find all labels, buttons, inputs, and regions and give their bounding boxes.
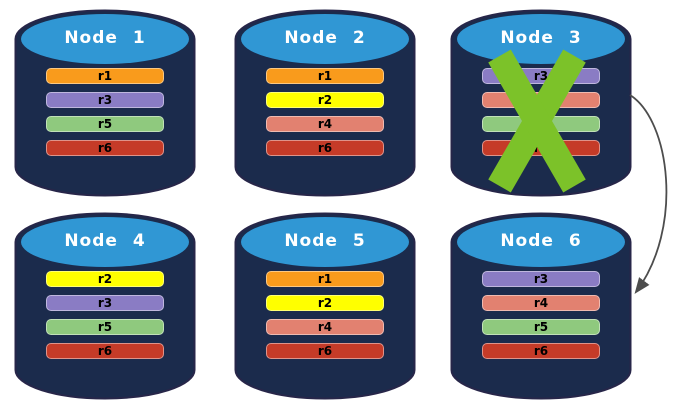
replica-bar: r3 [46,92,164,108]
node-5: Node 5 r1 r2 r4 r6 [234,212,416,400]
replica-list: r1 r3 r5 r6 [46,68,164,164]
replica-label: r6 [317,344,333,358]
node-3: Node 3 r3 r4 r5 r6 [450,9,632,197]
replica-bar: r2 [266,295,384,311]
replica-bar: r4 [266,319,384,335]
node-1: Node 1 r1 r3 r5 r6 [14,9,196,197]
cylinder-top [241,217,409,267]
node-title: Node 4 [64,231,146,251]
replica-bar: r4 [482,295,600,311]
replica-label: r3 [533,69,549,83]
replica-label: r1 [317,272,333,286]
replica-label: r2 [97,272,113,286]
cylinder-top [21,217,189,267]
replica-bar: r2 [46,271,164,287]
replica-bar: r6 [266,140,384,156]
replica-label: r4 [533,296,549,310]
node-2: Node 2 r1 r2 r4 r6 [234,9,416,197]
node-title: Node 5 [284,231,366,251]
cylinder-top [457,14,625,64]
replica-bar: r1 [46,68,164,84]
replica-bar: r6 [46,140,164,156]
replica-bar: r5 [46,319,164,335]
replica-label: r3 [533,272,549,286]
replica-label: r1 [317,69,333,83]
replica-label: r5 [97,320,113,334]
x-stroke [488,49,586,193]
cylinder-top [21,14,189,64]
replica-bar: r1 [266,271,384,287]
replica-list: r2 r3 r5 r6 [46,271,164,367]
node-title: Node 2 [284,28,366,48]
replica-bar: r6 [482,343,600,359]
cylinder-top [241,14,409,64]
failure-x-icon [488,49,586,193]
replica-label: r6 [317,141,333,155]
replica-label: r5 [97,117,113,131]
cylinder-top [457,217,625,267]
replica-bar: r5 [46,116,164,132]
replica-label: r6 [97,344,113,358]
replica-bar: r5 [482,319,600,335]
replica-list: r1 r2 r4 r6 [266,271,384,367]
node-title: Node 3 [500,28,582,48]
replica-bar: r4 [266,116,384,132]
node-title: Node 6 [500,231,582,251]
node-4: Node 4 r2 r3 r5 r6 [14,212,196,400]
replica-bar: r1 [266,68,384,84]
replica-bar: r2 [266,92,384,108]
replica-label: r3 [97,93,113,107]
replica-label: r6 [533,344,549,358]
replica-bar: r6 [266,343,384,359]
replica-label: r2 [317,93,333,107]
arrow-curve [629,94,668,294]
replica-bar: r3 [46,295,164,311]
replica-label: r1 [97,69,113,83]
replica-label: r6 [97,141,113,155]
replica-list: r1 r2 r4 r6 [266,68,384,164]
replica-bar: r6 [46,343,164,359]
replica-label: r2 [317,296,333,310]
node-6: Node 6 r3 r4 r5 r6 [450,212,632,400]
node-title: Node 1 [64,28,146,48]
replica-label: r4 [317,320,333,334]
replica-label: r4 [317,117,333,131]
replica-label: r3 [97,296,113,310]
replica-list: r3 r4 r5 r6 [482,271,600,367]
replica-label: r5 [533,320,549,334]
replica-bar: r3 [482,271,600,287]
